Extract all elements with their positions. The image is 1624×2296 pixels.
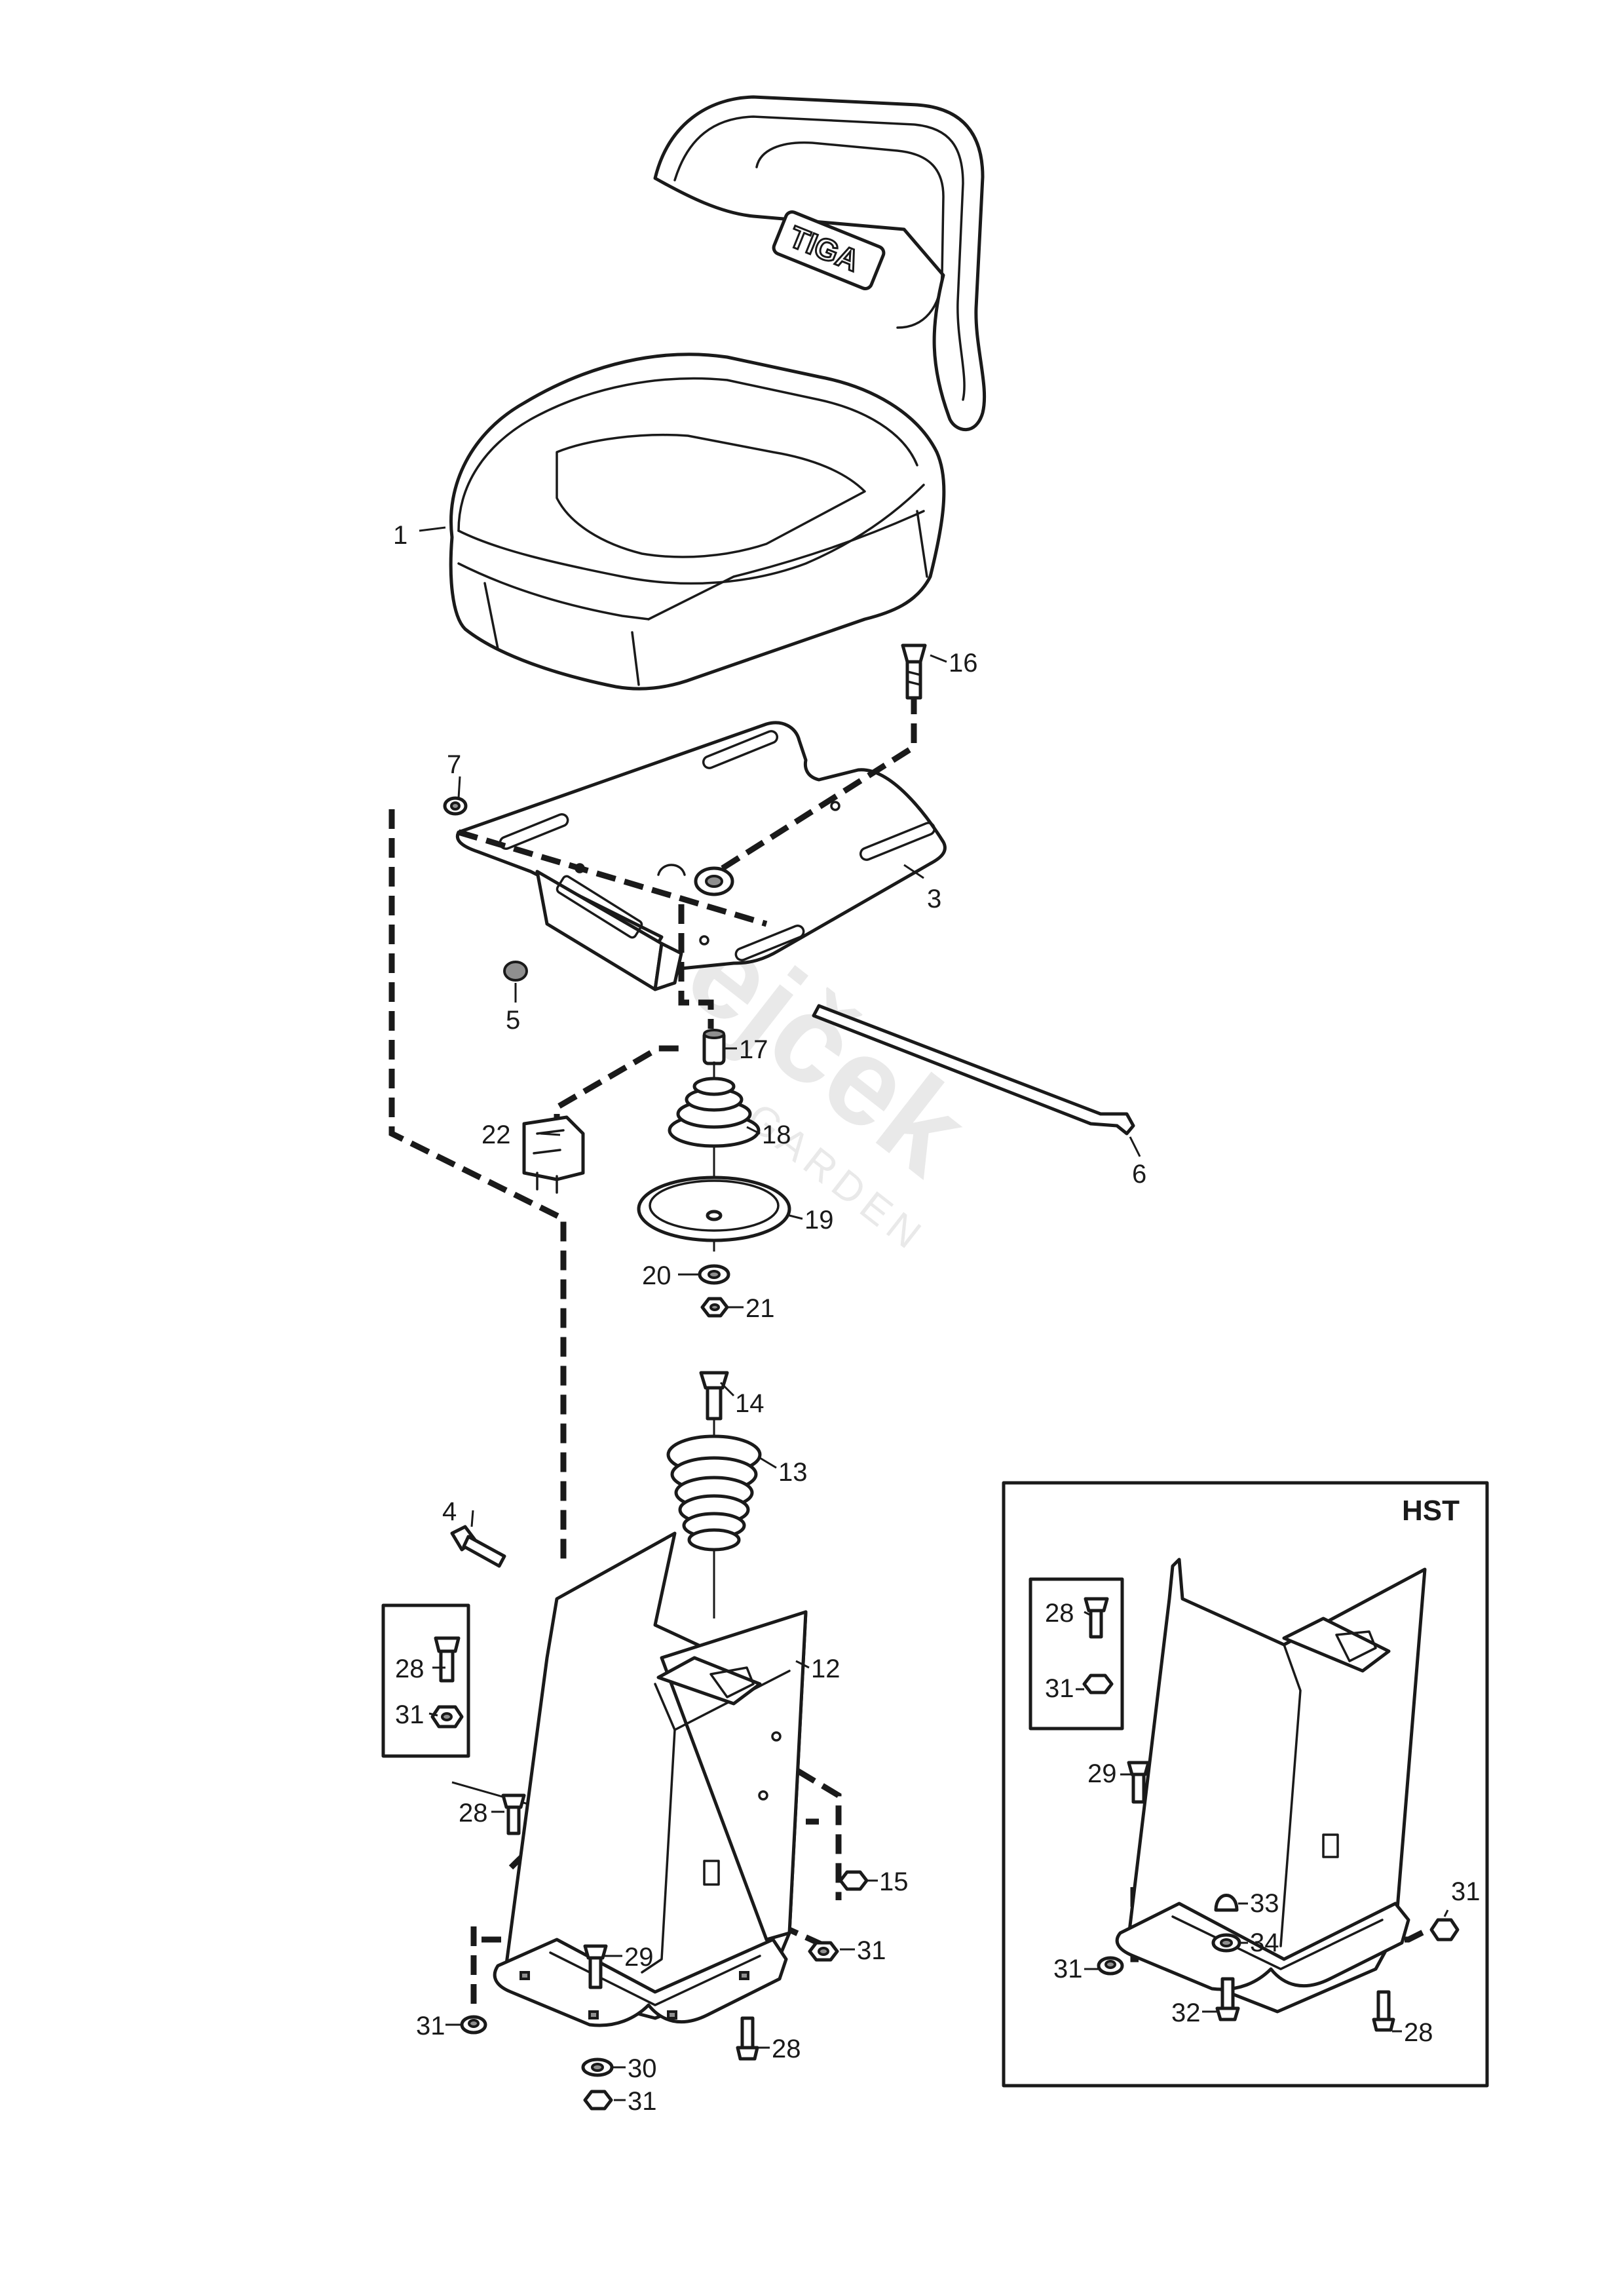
hst-part-33-cap (1214, 1894, 1239, 1912)
callout-29: 29 (624, 1943, 654, 1972)
hst-callout-31-right: 31 (1451, 1877, 1481, 1906)
hst-part-32-bolt (1215, 1977, 1240, 2021)
hst-callout-31-left: 31 (1053, 1955, 1083, 1983)
seat: TIGA (449, 95, 987, 691)
callout-14: 14 (735, 1389, 765, 1418)
hst-inset: HST (1002, 1481, 1489, 2088)
callout-7: 7 (447, 750, 461, 779)
part-30-washer (581, 2057, 614, 2077)
part-20-washer (698, 1264, 730, 1285)
part-18-spring (668, 1077, 761, 1148)
part-13-spring (666, 1434, 762, 1552)
callout-28-left: 28 (459, 1799, 488, 1827)
part-17-spacer (702, 1029, 726, 1065)
callout-28-kit: 28 (395, 1655, 425, 1683)
part-28-bolt-a (501, 1793, 526, 1835)
callout-31-left: 31 (416, 2012, 445, 2040)
callout-1: 1 (393, 521, 407, 550)
hst-callout-29: 29 (1087, 1759, 1117, 1788)
callout-15: 15 (879, 1867, 909, 1896)
part-31-nut-b (460, 2015, 487, 2035)
part-7-nut (443, 796, 468, 816)
part-28-bolt-b (736, 2016, 759, 2061)
callout-20: 20 (642, 1261, 671, 1290)
leader-lines (419, 526, 1449, 2101)
hst-part-29-bolt (1127, 1761, 1150, 1804)
callout-17: 17 (739, 1035, 768, 1064)
hst-callout-31-kit: 31 (1045, 1674, 1074, 1703)
part-15-nut (839, 1870, 869, 1891)
seat-post (493, 1531, 808, 2027)
callout-18: 18 (762, 1120, 791, 1149)
callout-5: 5 (506, 1006, 520, 1035)
hst-part-31-nut-right (1429, 1918, 1460, 1942)
part-28-bolt-kit (434, 1636, 461, 1683)
hst-part-31-nut-left (1097, 1956, 1124, 1976)
rod (812, 1004, 1135, 1136)
hst-callout-32: 32 (1171, 1999, 1201, 2027)
part-16-bolt (901, 643, 927, 700)
callout-31-kit: 31 (395, 1700, 425, 1729)
part-31-nut-kit (430, 1705, 464, 1729)
part-14-bolt (699, 1371, 729, 1421)
part-31-nut-a (808, 1941, 839, 1962)
part-22-switch (522, 1115, 585, 1194)
part-21-nut (700, 1297, 729, 1318)
callout-30: 30 (628, 2054, 657, 2083)
hardware-kit-box (381, 1603, 470, 1758)
hst-title: HST (1402, 1495, 1460, 1527)
callout-3: 3 (927, 885, 941, 913)
hst-part-28-bolt (1372, 1990, 1395, 2032)
part-31-nut-c (583, 2090, 613, 2111)
hst-part-34-washer (1211, 1933, 1241, 1953)
hst-callout-28-kit: 28 (1045, 1599, 1074, 1628)
seat-plate (455, 721, 947, 991)
callout-19: 19 (804, 1206, 834, 1234)
part-29-bolt (583, 1944, 608, 1989)
callout-21: 21 (746, 1294, 775, 1323)
callout-6: 6 (1132, 1160, 1146, 1189)
callout-16: 16 (949, 649, 978, 678)
hst-inset-frame (1002, 1481, 1489, 2088)
hst-callout-33: 33 (1250, 1889, 1279, 1918)
callout-31-bottom: 31 (628, 2087, 657, 2116)
callout-31-right: 31 (857, 1936, 886, 1965)
part-19-plate (637, 1176, 791, 1242)
callouts: 1 3 4 5 6 7 12 13 14 15 16 17 18 19 20 2… (393, 521, 1481, 2116)
hst-callout-28: 28 (1404, 2018, 1433, 2047)
callout-28-bottom: 28 (772, 2035, 801, 2063)
hst-part-28-bolt-kit (1084, 1597, 1109, 1639)
part-5-nut (503, 961, 528, 982)
callout-22: 22 (482, 1120, 511, 1149)
part-4-bolt (450, 1525, 506, 1568)
callout-4: 4 (442, 1497, 457, 1526)
hst-part-31-nut-kit (1082, 1674, 1114, 1694)
callout-12: 12 (811, 1655, 840, 1683)
hst-callout-34: 34 (1250, 1928, 1279, 1957)
hst-hardware-kit-box (1029, 1577, 1124, 1731)
callout-13: 13 (778, 1458, 808, 1487)
